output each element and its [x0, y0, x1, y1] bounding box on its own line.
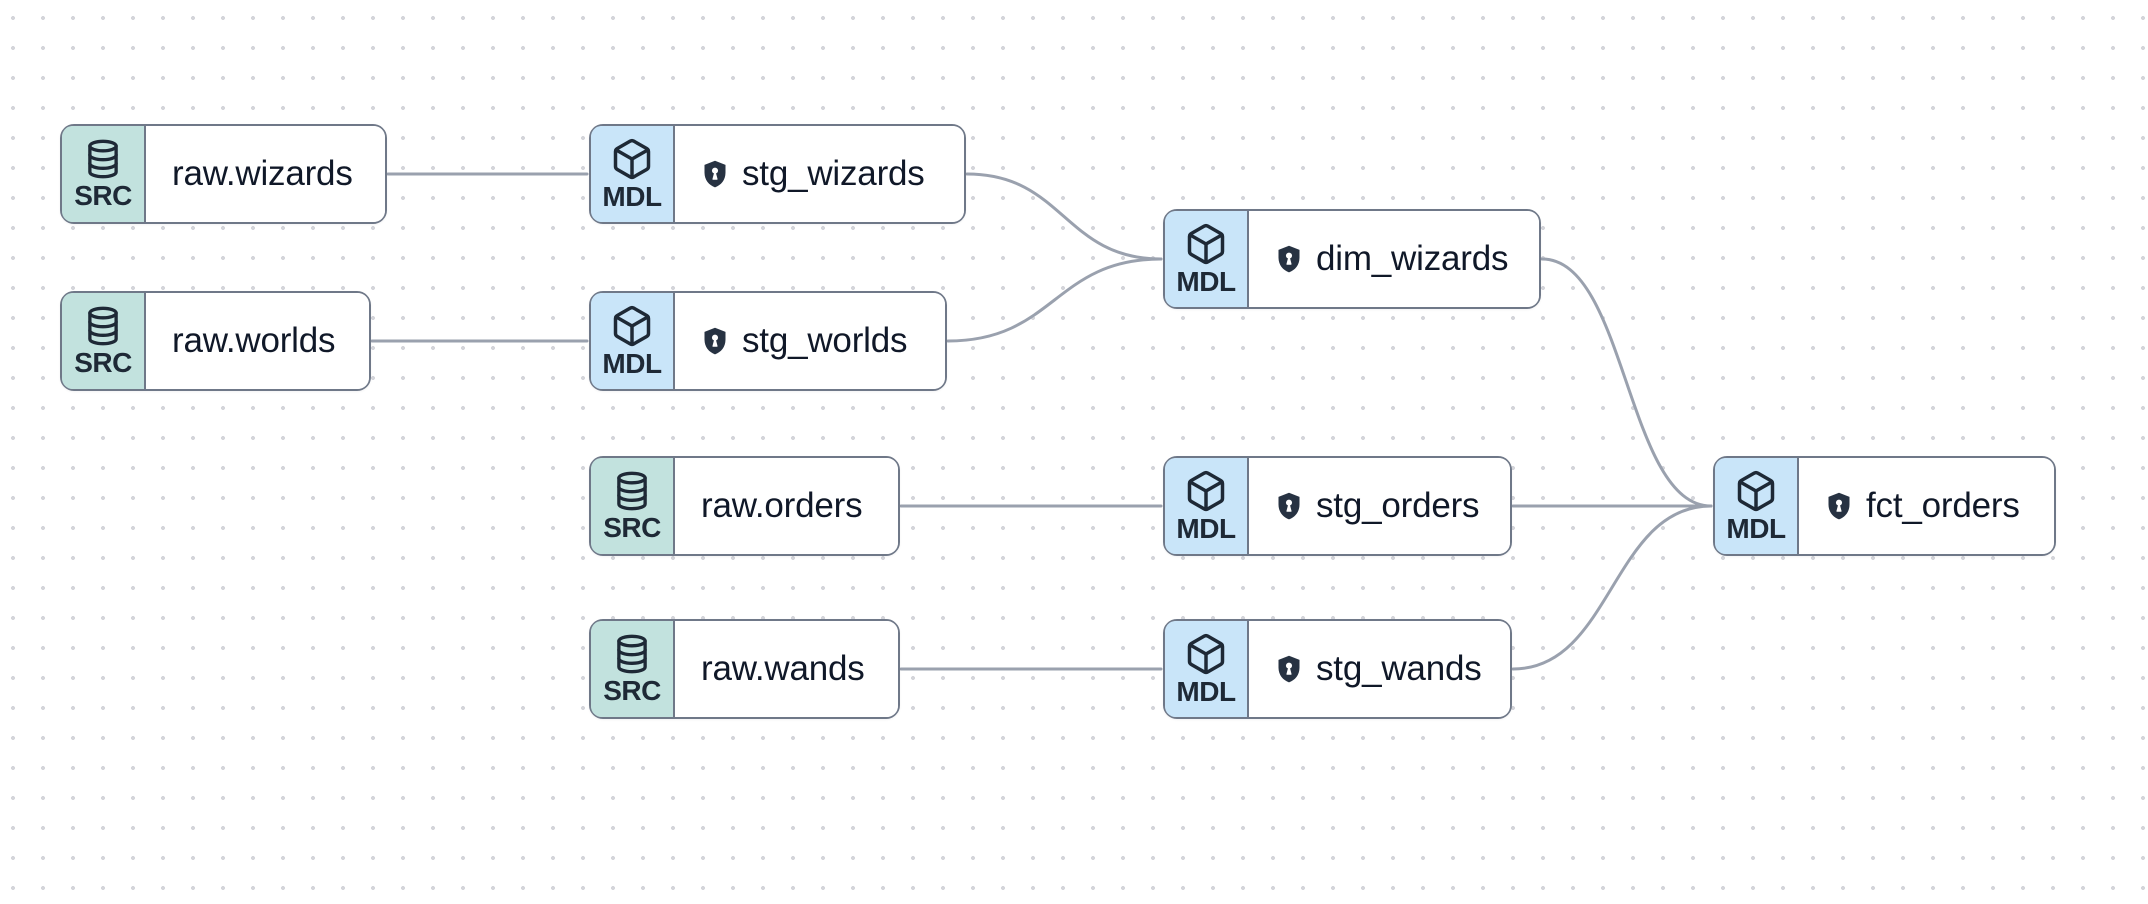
cube-icon [1734, 469, 1778, 513]
node-name-label: raw.wizards [172, 154, 353, 193]
node-type-label: MDL [1176, 676, 1236, 707]
node-type-label: MDL [602, 181, 662, 212]
node-name-label: raw.worlds [172, 321, 336, 360]
node-name-label: stg_orders [1316, 486, 1480, 525]
node-raw_worlds[interactable]: SRC raw.worlds [60, 291, 371, 391]
node-body: raw.wands [675, 621, 898, 717]
node-body: stg_wizards [675, 126, 964, 222]
cube-icon [1184, 469, 1228, 513]
node-stg_wizards[interactable]: MDL stg_wizards [589, 124, 966, 224]
node-fct_orders[interactable]: MDL fct_orders [1713, 456, 2056, 556]
database-icon [82, 138, 124, 180]
node-type-badge: MDL [1165, 621, 1249, 717]
node-body: dim_wizards [1249, 211, 1539, 307]
node-type-label: MDL [602, 348, 662, 379]
node-name-label: stg_wizards [742, 154, 925, 193]
edge-dim_wizards-to-fct_orders [1540, 257, 1713, 508]
edge-stg_worlds-to-dim_wizards [946, 257, 1163, 343]
node-type-badge: SRC [591, 458, 675, 554]
node-body: raw.orders [675, 458, 898, 554]
cube-icon [1184, 222, 1228, 266]
node-name-label: dim_wizards [1316, 239, 1509, 278]
node-type-badge: MDL [1715, 458, 1799, 554]
node-name-label: stg_worlds [742, 321, 908, 360]
node-name-label: fct_orders [1866, 486, 2020, 525]
node-raw_orders[interactable]: SRC raw.orders [589, 456, 900, 556]
shield-lock-icon [1825, 491, 1853, 522]
node-type-label: SRC [74, 347, 132, 378]
node-body: fct_orders [1799, 458, 2054, 554]
node-name-label: raw.wands [701, 649, 865, 688]
node-body: stg_orders [1249, 458, 1510, 554]
node-body: stg_worlds [675, 293, 945, 389]
edge-stg_wands-to-fct_orders [1511, 504, 1713, 671]
node-type-badge: MDL [591, 293, 675, 389]
database-icon [611, 633, 653, 675]
node-name-label: stg_wands [1316, 649, 1482, 688]
node-type-badge: SRC [62, 293, 146, 389]
node-stg_orders[interactable]: MDL stg_orders [1163, 456, 1512, 556]
node-body: raw.worlds [146, 293, 369, 389]
node-body: raw.wizards [146, 126, 385, 222]
node-type-label: SRC [603, 512, 661, 543]
shield-lock-icon [1275, 654, 1303, 685]
node-type-label: MDL [1176, 266, 1236, 297]
node-type-badge: MDL [1165, 211, 1249, 307]
node-type-badge: MDL [591, 126, 675, 222]
node-stg_worlds[interactable]: MDL stg_worlds [589, 291, 947, 391]
cube-icon [610, 304, 654, 348]
node-type-badge: SRC [62, 126, 146, 222]
node-stg_wands[interactable]: MDL stg_wands [1163, 619, 1512, 719]
edge-stg_wizards-to-dim_wizards [965, 172, 1163, 261]
node-type-label: SRC [603, 675, 661, 706]
cube-icon [610, 137, 654, 181]
database-icon [82, 305, 124, 347]
node-raw_wizards[interactable]: SRC raw.wizards [60, 124, 387, 224]
shield-lock-icon [1275, 244, 1303, 275]
node-type-label: SRC [74, 180, 132, 211]
node-dim_wizards[interactable]: MDL dim_wizards [1163, 209, 1541, 309]
node-type-label: MDL [1726, 513, 1786, 544]
shield-lock-icon [701, 159, 729, 190]
node-name-label: raw.orders [701, 486, 863, 525]
node-body: stg_wands [1249, 621, 1510, 717]
cube-icon [1184, 632, 1228, 676]
shield-lock-icon [1275, 491, 1303, 522]
node-raw_wands[interactable]: SRC raw.wands [589, 619, 900, 719]
database-icon [611, 470, 653, 512]
node-type-badge: MDL [1165, 458, 1249, 554]
node-type-badge: SRC [591, 621, 675, 717]
node-type-label: MDL [1176, 513, 1236, 544]
shield-lock-icon [701, 326, 729, 357]
